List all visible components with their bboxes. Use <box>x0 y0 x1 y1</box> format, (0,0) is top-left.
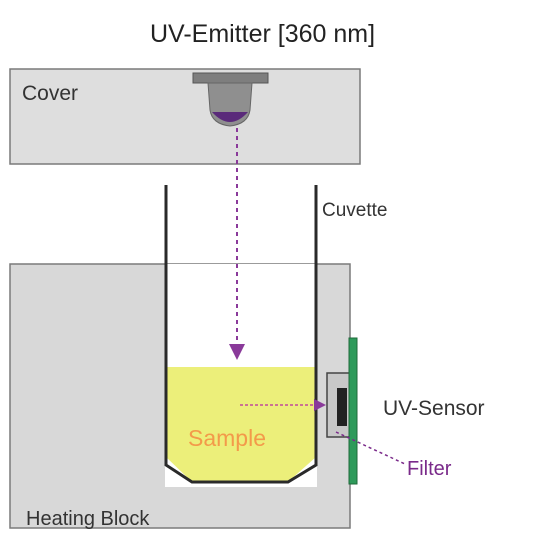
cuvette-label: Cuvette <box>322 200 387 221</box>
cuvette-corner-right <box>287 464 317 483</box>
sample-liquid <box>166 367 316 482</box>
diagram-title: UV-Emitter [360 nm] <box>150 20 375 48</box>
uv-sensor-label: UV-Sensor <box>383 397 485 420</box>
filter-leader-line <box>335 431 406 465</box>
sample-label: Sample <box>188 425 266 451</box>
heating-block-label: Heating Block <box>26 508 150 530</box>
cuvette-outline <box>164 185 318 484</box>
uv-emitter-icon <box>192 72 269 127</box>
filter-label: Filter <box>407 458 452 480</box>
cover-panel <box>9 68 361 165</box>
cuvette-corner-left <box>165 464 193 483</box>
cover-label: Cover <box>22 82 78 105</box>
uv-sensor-icon <box>326 337 358 485</box>
